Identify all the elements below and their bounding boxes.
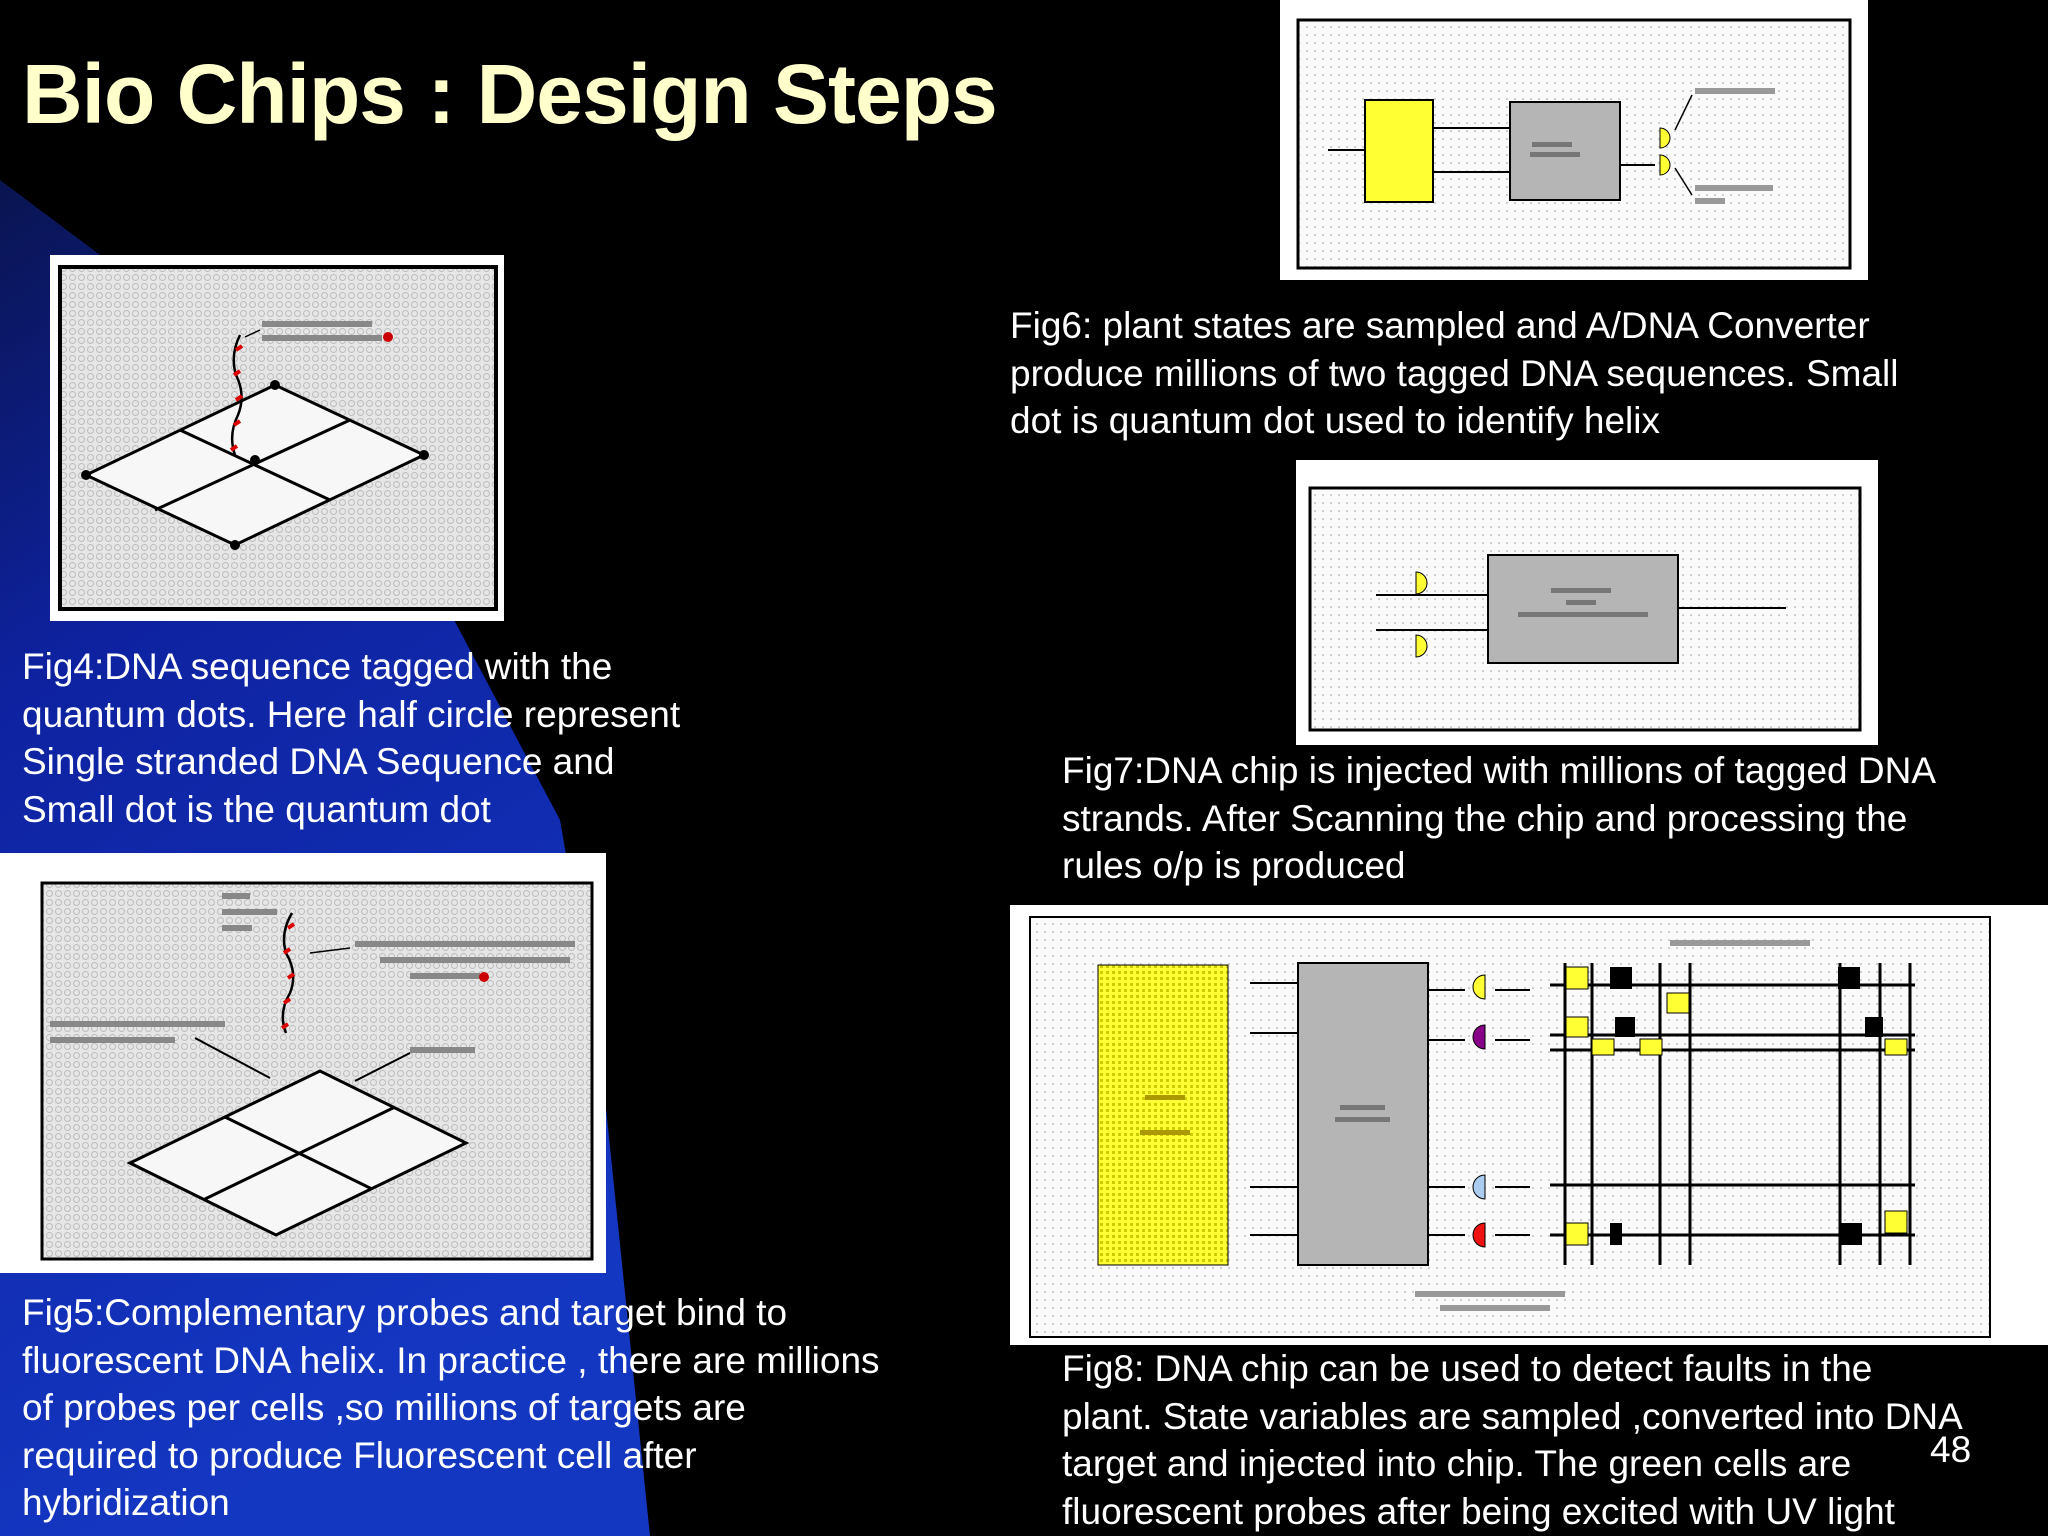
fig5-image xyxy=(0,853,606,1273)
fig4-image xyxy=(50,255,504,621)
caption-line: Fig5:Complementary probes and target bin… xyxy=(22,1292,788,1333)
caption-line: required to produce Fluorescent cell aft… xyxy=(22,1434,697,1476)
caption-line: Single stranded DNA Sequence and xyxy=(22,741,615,782)
caption-line: Fig4:DNA sequence tagged with the xyxy=(22,646,613,687)
caption-line: fluorescent probes after being excited w… xyxy=(1062,1490,1895,1532)
caption-line: quantum dots. Here half circle represent xyxy=(22,693,681,735)
caption-line: fluorescent DNA helix. In practice , the… xyxy=(22,1339,880,1381)
caption-line: target and injected into chip. The green… xyxy=(1062,1443,1852,1484)
fig8-image xyxy=(1010,905,2048,1345)
fig7-image xyxy=(1296,460,1878,745)
fig8-caption: Fig8: DNA chip can be used to detect fau… xyxy=(1062,1345,1963,1535)
slide-title: Bio Chips : Design Steps xyxy=(22,47,998,141)
fig6-image xyxy=(1280,0,1868,280)
caption-line: strands. After Scanning the chip and pro… xyxy=(1062,797,1908,839)
caption-line: of probes per cells ,so millions of targ… xyxy=(22,1387,746,1428)
caption-line: plant. State variables are sampled ,conv… xyxy=(1062,1395,1963,1437)
caption-line: Fig7:DNA chip is injected with millions … xyxy=(1062,750,1936,791)
page-number: 48 xyxy=(1930,1429,1972,1470)
fig5-caption: Fig5:Complementary probes and target bin… xyxy=(22,1289,880,1527)
caption-line: rules o/p is produced xyxy=(1062,845,1406,886)
caption-line: Small dot is the quantum dot xyxy=(22,788,491,830)
fig4-caption: Fig4:DNA sequence tagged with the quantu… xyxy=(22,643,680,833)
caption-line: produce millions of two tagged DNA seque… xyxy=(1010,352,1899,394)
fig7-caption: Fig7:DNA chip is injected with millions … xyxy=(1062,747,1936,890)
caption-line: hybridization xyxy=(22,1482,230,1523)
caption-line: Fig6: plant states are sampled and A/DNA… xyxy=(1010,305,1870,346)
caption-line: Fig8: DNA chip can be used to detect fau… xyxy=(1062,1348,1873,1389)
caption-line: dot is quantum dot used to identify heli… xyxy=(1010,400,1660,441)
fig6-caption: Fig6: plant states are sampled and A/DNA… xyxy=(1010,302,1898,445)
